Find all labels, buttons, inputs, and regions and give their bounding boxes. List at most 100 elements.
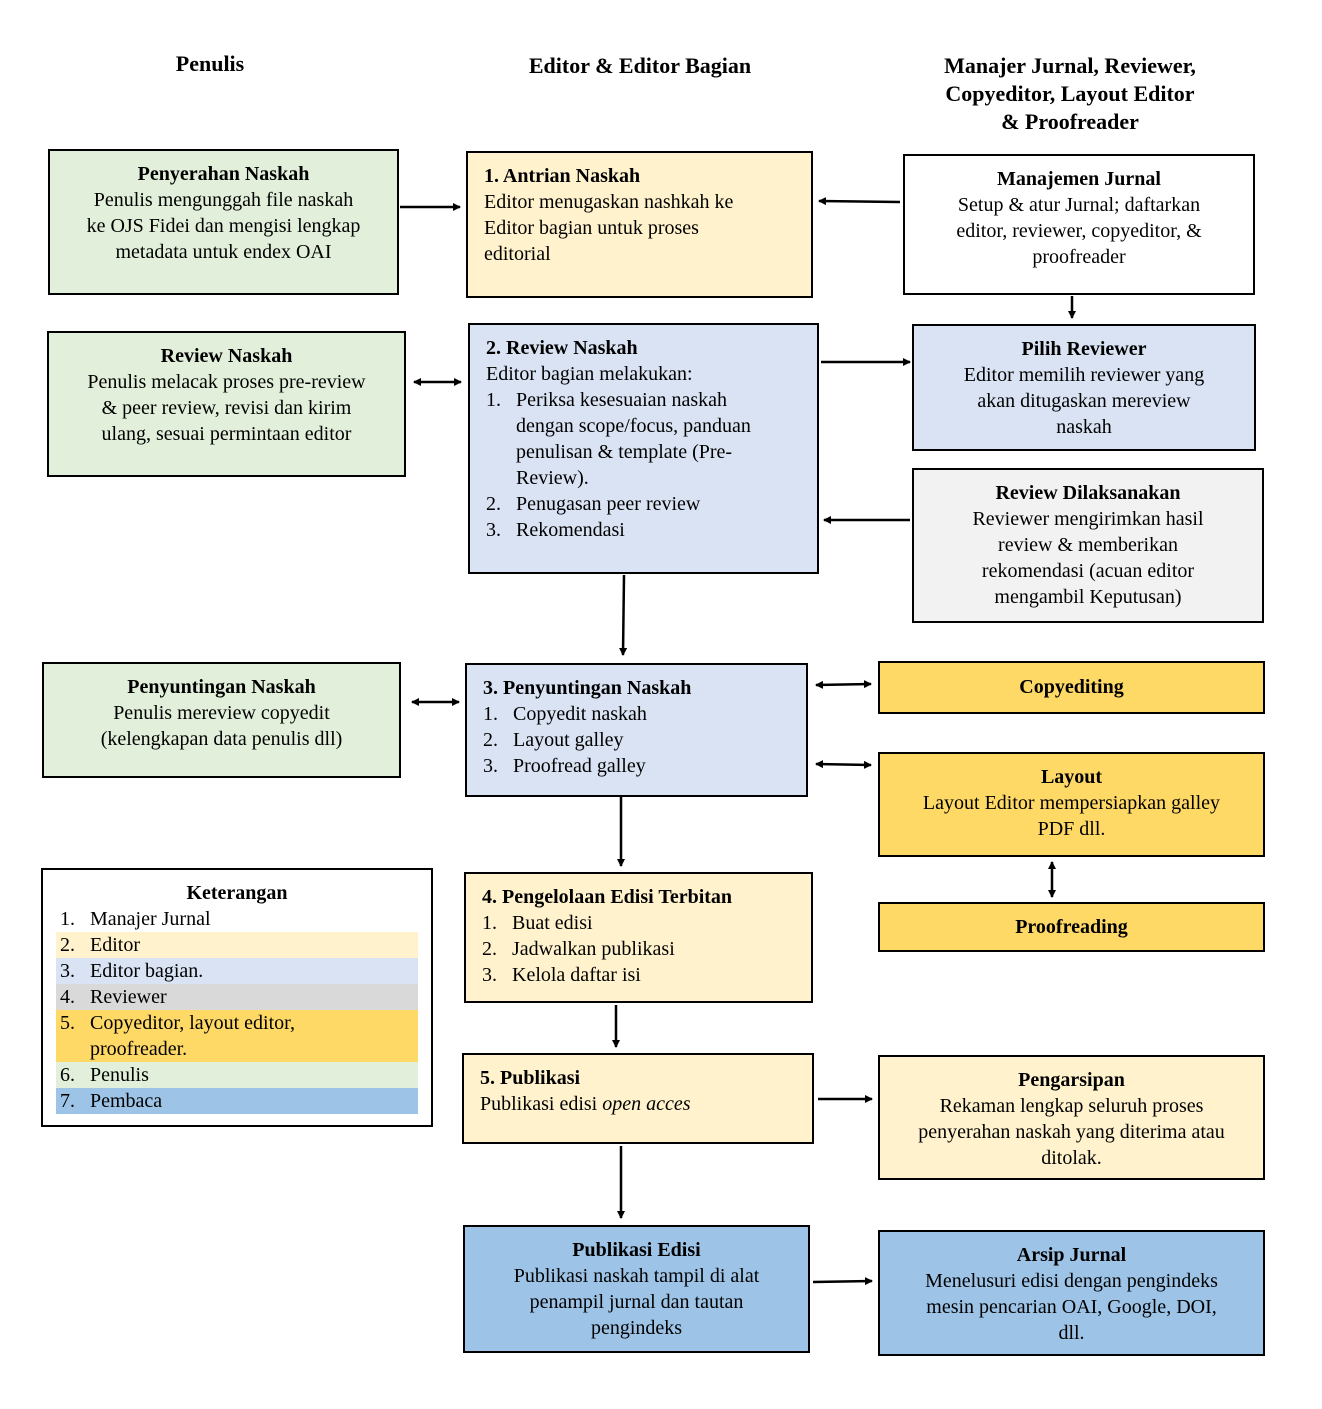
step-number: 3. (486, 519, 501, 541)
publikasi-text: Publikasi edisi (480, 1093, 603, 1115)
box-title: 4. Pengelolaan Edisi Terbitan (482, 886, 733, 908)
legend-label: Editor (90, 932, 140, 958)
box-line: pengindeks (590, 1317, 683, 1339)
layout-box: Layout Layout Editor mempersiapkan galle… (878, 752, 1265, 857)
step-text: Jadwalkan publikasi (512, 938, 675, 960)
antrian-naskah-box: 1. Antrian Naskah Editor menugaskan nash… (466, 151, 813, 298)
box-line: & peer review, revisi dan kirim (101, 397, 352, 419)
box-title: Review Naskah (160, 345, 293, 367)
legend-item: 7.Pembaca (56, 1088, 418, 1114)
box-line: Rekaman lengkap seluruh proses (939, 1095, 1204, 1117)
legend-label: Reviewer (90, 984, 167, 1010)
box-title: Penyerahan Naskah (137, 163, 310, 185)
box-line: Menelusuri edisi dengan pengindeks (925, 1270, 1218, 1292)
box-line: metadata untuk endex OAI (115, 241, 332, 263)
step-number: 1. (486, 389, 501, 411)
step-text: Copyedit naskah (513, 703, 647, 725)
step-item: 1. Copyedit naskah (483, 701, 806, 727)
legend-number: 1. (60, 908, 75, 930)
box-title: 1. Antrian Naskah (484, 165, 641, 187)
review-dilaksanakan-box: Review Dilaksanakan Reviewer mengirimkan… (912, 468, 1264, 623)
column-header-editor: Editor & Editor Bagian (528, 53, 752, 78)
penyuntingan-naskah-editor-box: 3. Penyuntingan Naskah 1.Copyedit naskah… (465, 663, 808, 797)
step-item: 3. Kelola daftar isi (482, 962, 811, 988)
step-text-line: Rekomendasi (516, 519, 625, 541)
box-line: Penulis mereview copyedit (113, 702, 330, 724)
box-line: Editor menugaskan nashkah ke (484, 191, 734, 213)
legend-label-line: Manajer Jurnal (90, 908, 211, 930)
step-item: 2. Penugasan peer review (486, 491, 817, 517)
box-line: review & memberikan (998, 534, 1178, 556)
publikasi-box: 5. Publikasi Publikasi edisi open acces (462, 1053, 814, 1144)
step-text: Proofread galley (513, 755, 646, 777)
step-item: 3.Proofread galley (483, 753, 806, 779)
step-item: 1.Buat edisi (482, 910, 811, 936)
box-title: Arsip Jurnal (1016, 1244, 1127, 1266)
step-number: 3. (482, 964, 497, 986)
box-line: Penulis mengunggah file naskah (93, 189, 354, 211)
box-line: Editor bagian untuk proses (484, 217, 699, 239)
step-text: Buat edisi (512, 912, 593, 934)
legend-title: Keterangan (186, 882, 288, 904)
pengarsipan-box: Pengarsipan Rekaman lengkap seluruh pros… (878, 1055, 1265, 1180)
step-text-line: penulisan & template (Pre- (516, 441, 733, 463)
box-line: Publikasi naskah tampil di alat (513, 1265, 760, 1287)
legend-label-line: Reviewer (90, 986, 167, 1008)
manajemen-jurnal-box: Manajemen Jurnal Setup & atur Jurnal; da… (903, 154, 1255, 295)
box-line: naskah (1056, 416, 1112, 438)
box-line: ke OJS Fidei dan mengisi lengkap (86, 215, 361, 237)
box-title: Copyediting (1019, 676, 1124, 698)
legend-label-line: Penulis (90, 1064, 149, 1086)
legend-number: 3. (60, 960, 75, 982)
arrow-manajemen-to-antrian (818, 197, 901, 206)
step-item: 2. Jadwalkan publikasi (482, 936, 811, 962)
step-number: 2. (482, 938, 497, 960)
legend-label-line: Copyeditor, layout editor, (90, 1012, 296, 1034)
box-line: editor, reviewer, copyeditor, & (956, 220, 1202, 242)
legend-label: Pembaca (90, 1088, 162, 1114)
arrow-publikasi-edisi-to-arsip (812, 1277, 873, 1286)
step-number: 2. (483, 729, 498, 751)
box-title: Manajemen Jurnal (997, 168, 1161, 190)
step-text: Kelola daftar isi (512, 964, 641, 986)
step-text: Penugasan peer review (516, 491, 700, 517)
column-header-penulis: Penulis (175, 51, 245, 76)
box-line: editorial (484, 243, 551, 265)
legend-number: 6. (60, 1064, 75, 1086)
box-line: mesin pencarian OAI, Google, DOI, (926, 1296, 1217, 1318)
pilih-reviewer-box: Pilih Reviewer Editor memilih reviewer y… (912, 324, 1256, 451)
legend-number: 5. (60, 1012, 75, 1034)
box-line: Setup & atur Jurnal; daftarkan (957, 194, 1201, 216)
box-line: Penulis melacak proses pre-review (87, 371, 366, 393)
box-title: 5. Publikasi (480, 1067, 581, 1089)
box-line: (kelengkapan data penulis dll) (100, 728, 343, 750)
step-text: Rekomendasi (516, 517, 625, 543)
box-title: Pilih Reviewer (1021, 338, 1147, 360)
box-line: Reviewer mengirimkan hasil (972, 508, 1204, 530)
arrow-penyuntingan-layout (815, 760, 872, 769)
box-line: penyerahan naskah yang diterima atau (918, 1121, 1225, 1143)
arrow-review-to-penyuntingan (619, 574, 628, 656)
arrow-penyuntingan-copyediting (815, 680, 872, 689)
penyerahan-naskah-box: Penyerahan Naskah Penulis mengunggah fil… (48, 149, 399, 295)
legend-label-line: Pembaca (90, 1090, 163, 1112)
step-number: 2. (486, 493, 501, 515)
step-number: 1. (483, 703, 498, 725)
legend-item: 5. Copyeditor, layout editor,proofreader. (56, 1010, 418, 1062)
publikasi-edisi-box: Publikasi Edisi Publikasi naskah tampil … (463, 1225, 810, 1353)
box-title: Proofreading (1015, 916, 1128, 938)
legend-label: Penulis (90, 1062, 149, 1088)
legend-number: 2. (60, 934, 75, 956)
legend-label: Copyeditor, layout editor,proofreader. (90, 1010, 295, 1062)
column-header-manajer: Manajer Jurnal, Reviewer, Copyeditor, La… (880, 52, 1260, 136)
legend-label: Manajer Jurnal (90, 906, 211, 932)
box-line: PDF dll. (1037, 818, 1106, 840)
box-line: mengambil Keputusan) (994, 586, 1182, 608)
legend-item: 3.Editor bagian. (56, 958, 418, 984)
